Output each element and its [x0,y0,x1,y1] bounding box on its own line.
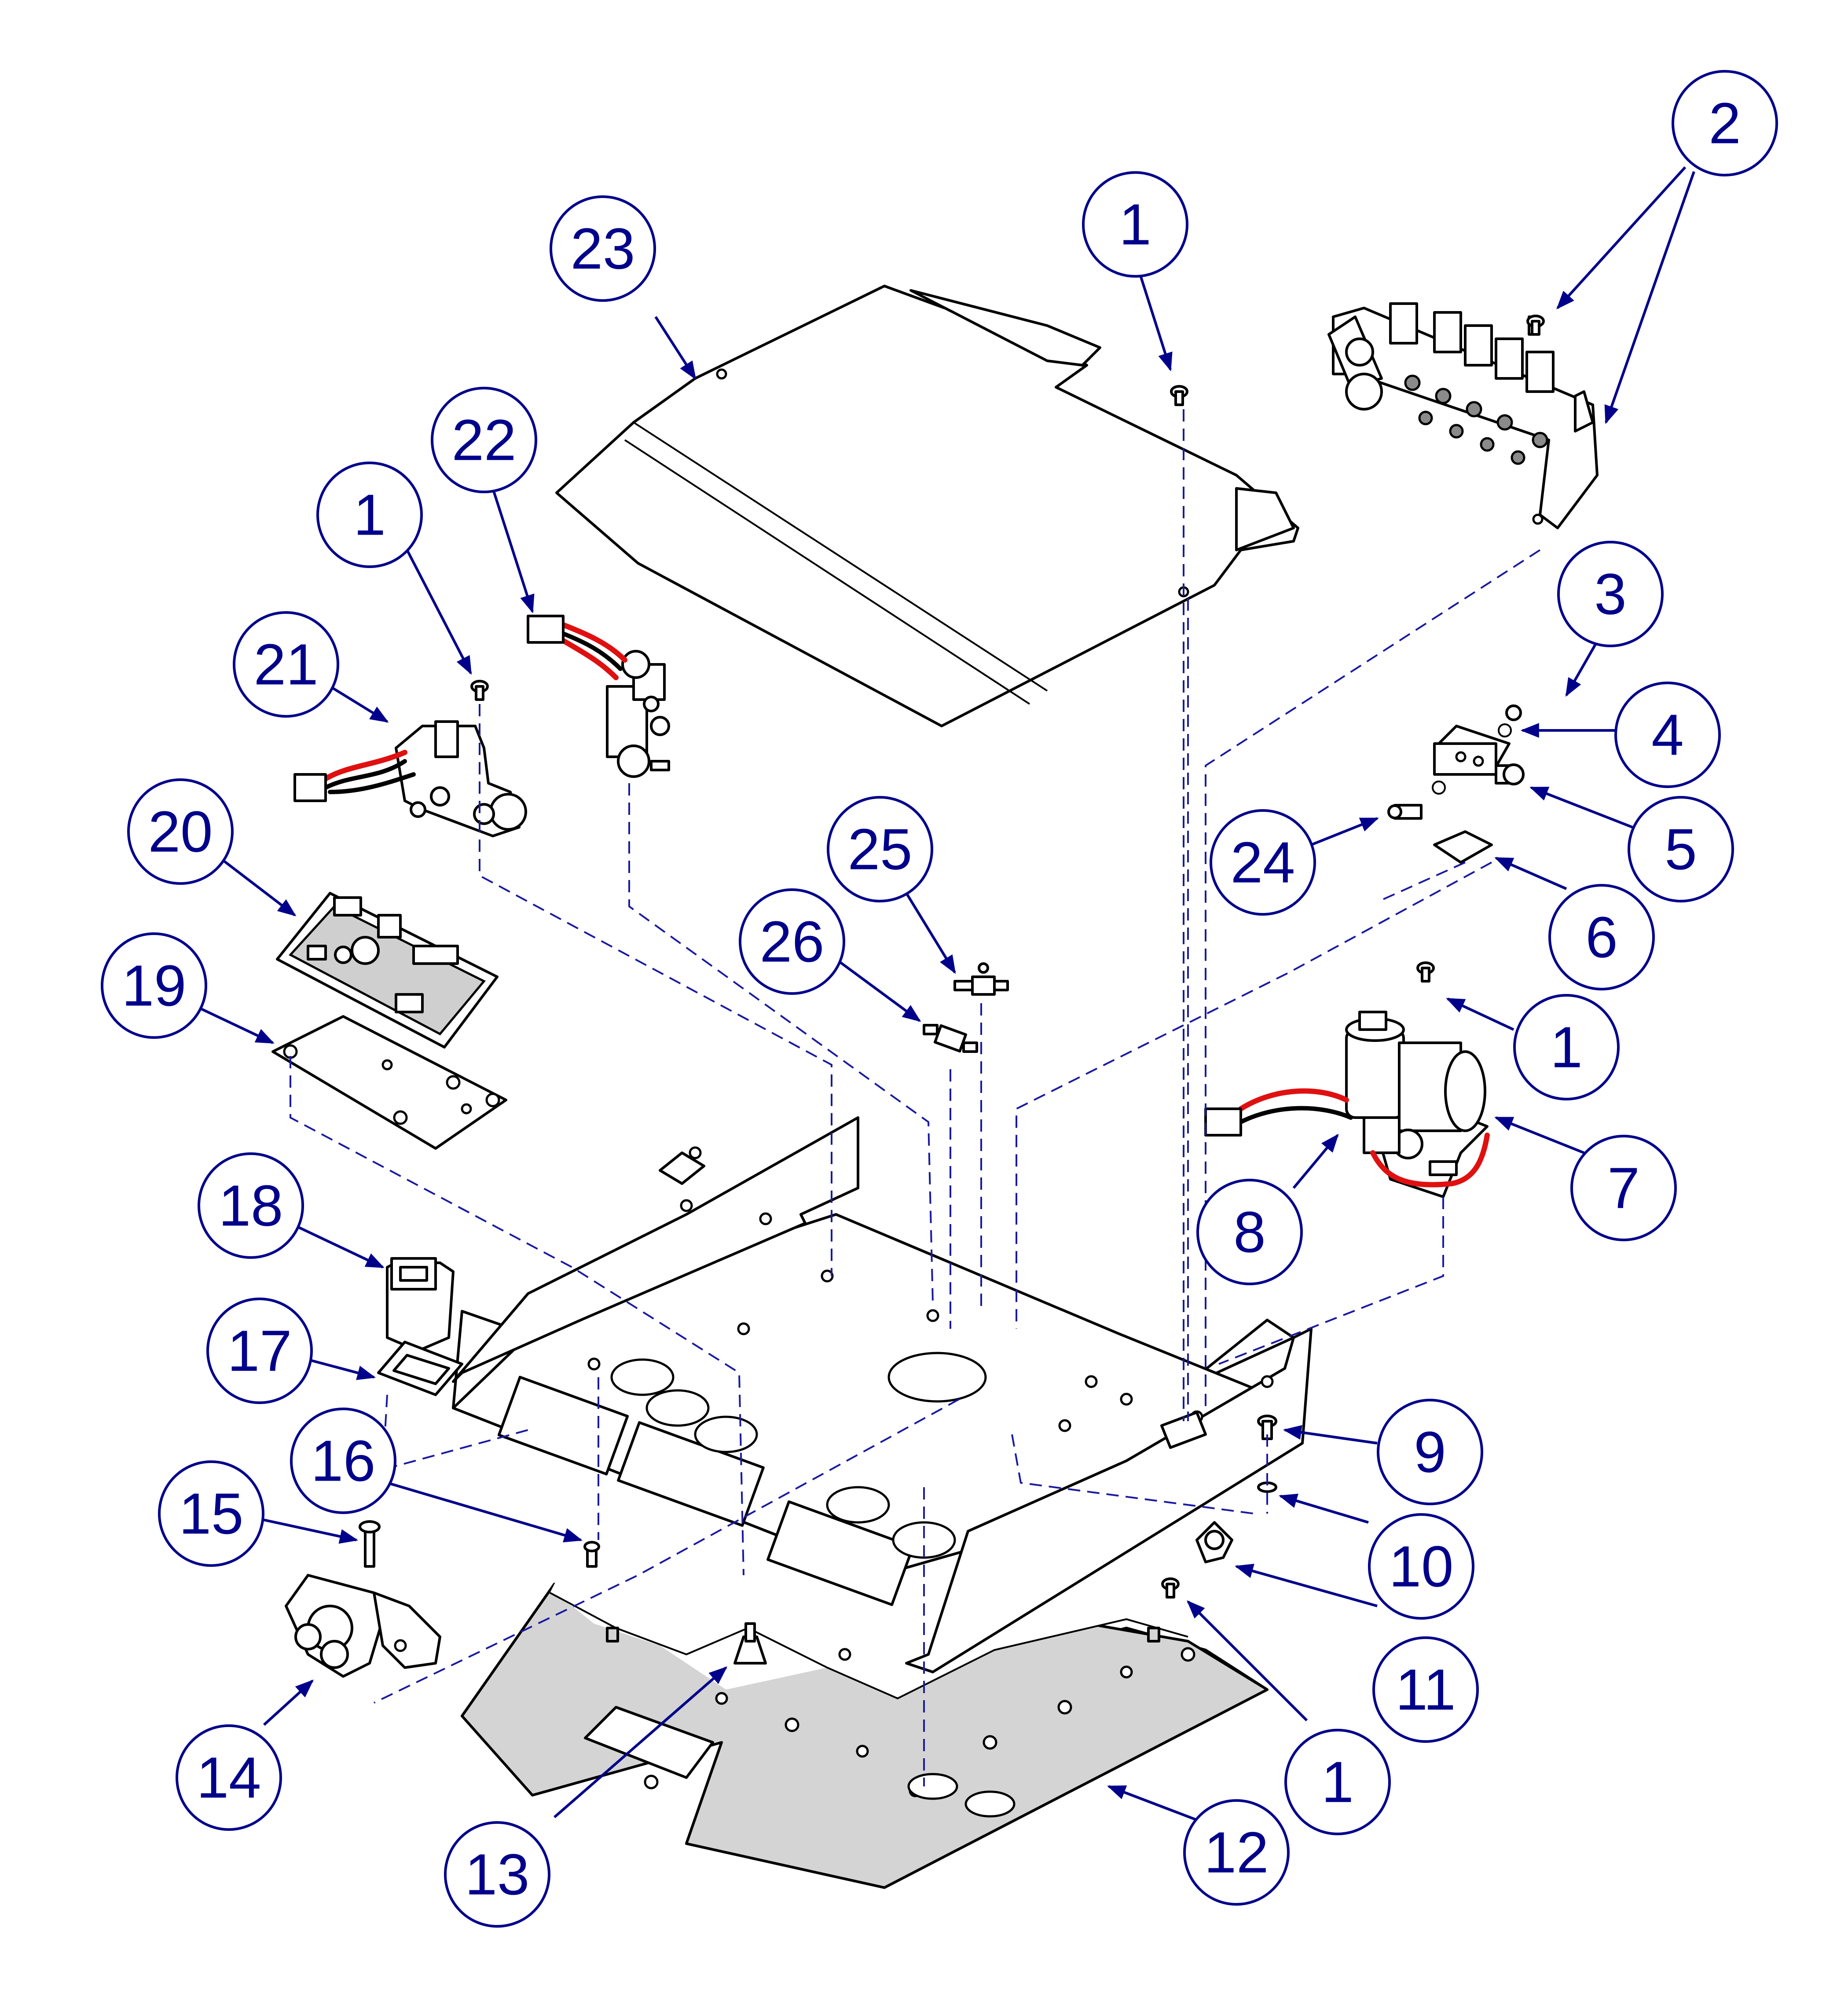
gasket-part-17 [377,1341,463,1396]
callout-label: 13 [465,1842,530,1907]
base-plate-part-12 [461,1566,1269,1889]
callout-label: 11 [1395,1657,1456,1722]
callout-20: 20 [127,778,234,885]
fitting-part-25 [953,962,1009,996]
callout-label: 21 [254,632,319,697]
callout-label: 16 [311,1429,376,1493]
latch-part-14 [285,1574,441,1678]
callout-label: 23 [571,216,635,281]
switch-part-18 [386,1257,455,1352]
screw-part-9 [1257,1415,1277,1440]
top-cover-part-23 [555,285,1299,727]
callout-label: 22 [452,408,517,473]
callout-1-left: 1 [316,462,423,568]
callout-label: 7 [1607,1156,1639,1221]
callout-leaders [188,166,1695,1823]
callout-1-right: 1 [1513,994,1620,1100]
callout-15: 15 [158,1460,264,1567]
callout-25: 25 [827,796,933,902]
circuit-board-part-20 [276,892,499,1049]
callout-13: 13 [444,1821,550,1928]
callout-label: 26 [760,909,825,974]
screw-part-16 [583,1541,600,1568]
callout-label: 12 [1204,1820,1269,1885]
callout-4: 4 [1614,682,1721,788]
fitting-block-part-3-4-5-24-6 [1387,704,1525,864]
callout-23: 23 [550,195,656,302]
pump-assembly-part-7-8 [1204,1011,1490,1198]
gasket-part-19 [271,1015,507,1150]
callout-label: 15 [179,1481,244,1546]
callout-10: 10 [1368,1513,1474,1620]
callout-label: 14 [197,1745,261,1810]
callout-label: 8 [1233,1200,1265,1265]
callout-2: 2 [1672,70,1778,176]
callout-18: 18 [198,1152,304,1259]
callout-label: 18 [219,1173,283,1238]
fitting-part-26 [923,1024,978,1053]
callout-label: 25 [848,817,913,882]
callout-1-bottom: 1 [1284,1729,1391,1835]
valve-assembly-part-22 [527,615,670,778]
callout-label: 6 [1585,905,1617,970]
standoff-part-13 [733,1622,767,1665]
callout-label: 1 [1321,1750,1353,1815]
callout-label: 1 [1119,192,1151,257]
callout-label: 20 [148,799,213,864]
callout-1-top: 1 [1082,171,1188,278]
callout-6: 6 [1548,884,1655,990]
callout-label: 9 [1414,1420,1446,1485]
valve-assembly-part-21 [293,720,527,837]
chassis-tray [452,1116,1313,1673]
callout-7: 7 [1570,1135,1677,1241]
callout-14: 14 [176,1724,282,1831]
fitting-part-11 [1195,1521,1233,1563]
screws-part-1 [470,315,1545,1599]
callout-label: 24 [1231,830,1295,895]
callout-label: 5 [1665,817,1697,882]
callout-21: 21 [233,611,339,718]
callout-8: 8 [1196,1179,1303,1285]
callout-label: 3 [1594,562,1626,627]
callout-label: 4 [1651,703,1683,767]
callout-17: 17 [206,1298,313,1404]
callout-label: 17 [227,1319,292,1383]
callout-11: 11 [1372,1636,1479,1743]
callout-9: 9 [1377,1399,1483,1505]
callout-label: 19 [122,953,187,1018]
callout-3: 3 [1557,541,1664,647]
callout-26: 26 [739,888,845,995]
callout-19: 19 [101,932,207,1039]
callout-22: 22 [431,387,537,493]
assembly-guide-lines [290,409,1541,1786]
callout-label: 1 [353,483,385,547]
callout-label: 10 [1389,1534,1454,1599]
callout-16: 16 [290,1408,396,1514]
callout-label: 1 [1550,1015,1582,1080]
manifold-part-2 [1327,302,1599,529]
callout-12: 12 [1183,1799,1290,1906]
callout-24: 24 [1210,809,1316,916]
callout-5: 5 [1628,796,1734,902]
callout-label: 2 [1709,91,1741,156]
screw-part-15 [359,1520,381,1568]
